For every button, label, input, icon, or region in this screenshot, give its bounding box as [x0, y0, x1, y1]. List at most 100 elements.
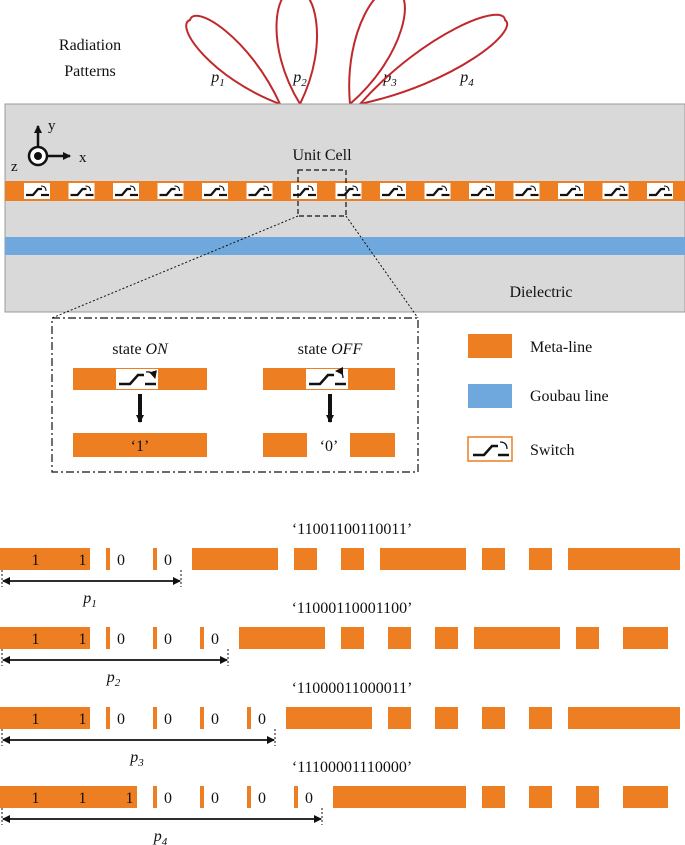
- bit-label: 0: [164, 790, 172, 807]
- meta-segment-on: [239, 627, 325, 649]
- meta-segment-on: [192, 548, 278, 570]
- on-result-line: [73, 433, 207, 457]
- radiation-lobe-4: [357, 13, 508, 106]
- meta-segment-on: [0, 707, 90, 729]
- meta-segment-gap: [529, 548, 552, 570]
- zoom-line-left: [51, 215, 299, 319]
- meta-segment-gap: [388, 707, 411, 729]
- coordinate-axes-icon: [27, 125, 71, 167]
- meta-segment-gap: [435, 707, 458, 729]
- lobe-label-2: p2: [292, 69, 307, 89]
- coding-sequence-label: ‘11000011000011’: [292, 680, 413, 697]
- switch-icon: [424, 183, 451, 199]
- meta-segment-on: [0, 786, 137, 808]
- meta-segment-gap: [623, 786, 668, 808]
- goubau-line-strip: [5, 237, 685, 255]
- meta-segment-gap: [435, 627, 458, 649]
- meta-segment-gap: [576, 786, 599, 808]
- meta-segment-gap: [529, 786, 552, 808]
- coding-sequences: ‘11001100110011’ 1 1 0 0 p1 ‘11000110001100’ 1 1…: [0, 521, 680, 845]
- bit-label: 0: [211, 790, 219, 807]
- lobe-label-4: p4: [459, 69, 474, 89]
- switch-icon: [157, 183, 184, 199]
- dielectric-substrate: [4, 103, 685, 313]
- switch-icon: [513, 183, 540, 199]
- dielectric-label: Dielectric: [509, 284, 572, 301]
- legend-goubau-swatch: [468, 384, 512, 408]
- bit-label: 0: [117, 552, 125, 569]
- switch-icon: [24, 183, 50, 199]
- unit-cell-label: Unit Cell: [292, 147, 352, 164]
- switch-icon: [113, 183, 139, 199]
- switch-icon: [291, 183, 317, 199]
- bit-label: 0: [211, 711, 219, 728]
- switch-on-icon: [116, 369, 158, 389]
- coding-row-1: ‘11001100110011’ 1 1 0 0 p1: [0, 521, 680, 610]
- switch-icon: [469, 183, 495, 199]
- meta-segment-gap: [388, 627, 411, 649]
- meta-segment-on: [568, 548, 680, 570]
- state-on-label: state ON: [112, 341, 169, 358]
- radiation-label-line2: Patterns: [64, 63, 116, 80]
- period-label: p1: [82, 590, 97, 610]
- radiation-lobe-1: [185, 14, 282, 106]
- legend-meta-swatch: [468, 334, 512, 358]
- bit-label: 1: [79, 711, 87, 728]
- bit-label: 0: [305, 790, 313, 807]
- meta-segment-on: [568, 707, 680, 729]
- axis-x-label: x: [79, 150, 87, 166]
- off-result-right: [350, 433, 395, 457]
- switch-icon: [202, 183, 228, 199]
- meta-segment-on: [286, 707, 372, 729]
- on-bit-label: ‘1’: [131, 438, 150, 455]
- legend-switch-icon: [467, 436, 513, 462]
- meta-segment-gap: [341, 548, 364, 570]
- meta-segment-gap: [482, 707, 505, 729]
- bit-label: 0: [258, 790, 266, 807]
- coding-sequence-label: ‘11001100110011’: [292, 521, 412, 538]
- off-result-left: [263, 433, 307, 457]
- meta-segment-on: [474, 627, 560, 649]
- bit-label: 1: [79, 631, 87, 648]
- switch-icon: [335, 183, 362, 199]
- meta-segment-gap: [529, 707, 552, 729]
- axis-z-label: z: [11, 159, 18, 175]
- unit-cell-highlight: [297, 169, 347, 217]
- bit-label: 1: [79, 790, 87, 807]
- radiation-lobe-3: [348, 0, 406, 107]
- bit-label: 1: [79, 552, 87, 569]
- coding-sequence-label: ‘11100001110000’: [292, 759, 412, 776]
- legend-switch-label: Switch: [530, 442, 574, 459]
- bit-label: 1: [32, 631, 40, 648]
- meta-segment-on: [380, 548, 466, 570]
- bit-label: 0: [258, 711, 266, 728]
- off-bit-label: ‘0’: [320, 438, 339, 455]
- bit-label: 1: [32, 552, 40, 569]
- coding-sequence-label: ‘11000110001100’: [292, 600, 413, 617]
- meta-segment-gap: [482, 786, 505, 808]
- legend-meta-label: Meta-line: [530, 339, 592, 356]
- meta-segment-gap: [482, 548, 505, 570]
- bit-label: 1: [32, 711, 40, 728]
- bit-label: 0: [117, 711, 125, 728]
- bit-label: 1: [126, 790, 134, 807]
- bit-label: 0: [164, 711, 172, 728]
- switch-off-icon: [306, 367, 348, 389]
- zoom-line-right: [345, 215, 419, 319]
- switch-icon: [68, 183, 95, 199]
- axis-y-label: y: [48, 118, 56, 134]
- switch-icon: [380, 183, 406, 199]
- lobe-label-1: p1: [210, 69, 225, 89]
- meta-segment-on: [0, 548, 90, 570]
- switch-icon: [558, 183, 584, 199]
- meta-segment-on: [0, 627, 90, 649]
- bit-label: 0: [164, 552, 172, 569]
- meta-segment-gap: [294, 548, 317, 570]
- bit-label: 1: [32, 790, 40, 807]
- switch-icon: [647, 183, 673, 199]
- period-label: p2: [106, 669, 121, 689]
